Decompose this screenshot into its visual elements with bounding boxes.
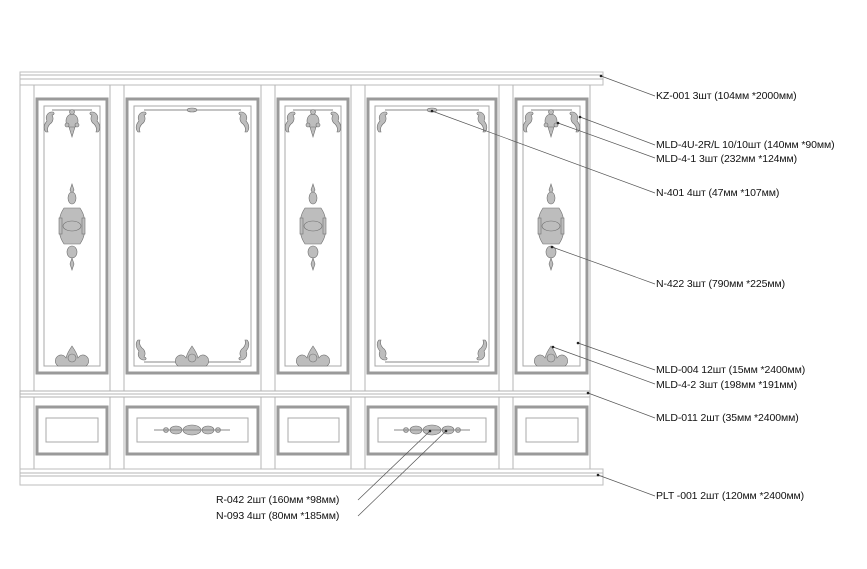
upper-panel-4: [366, 97, 498, 375]
leader-lines: [357, 75, 656, 517]
label-mld-4-1: MLD-4-1 3шт (232мм *124мм): [656, 153, 798, 165]
label-r-042: R-042 2шт (160мм *98мм): [216, 494, 340, 506]
label-n-401: N-401 4шт (47мм *107мм): [656, 187, 780, 199]
upper-panel-3: [276, 97, 350, 375]
label-n-093: N-093 4шт (80мм *185мм): [216, 510, 340, 522]
label-mld-011: MLD-011 2шт (35мм *2400мм): [656, 412, 799, 424]
upper-panel-5: [514, 97, 589, 375]
lower-panel-3: [276, 405, 350, 456]
label-n-422: N-422 3шт (790мм *225мм): [656, 278, 786, 290]
label-plt-001: PLT -001 2шт (120мм *2400мм): [656, 490, 805, 502]
label-mld-4u-2r-l: MLD-4U-2R/L 10/10шт (140мм *90мм): [656, 139, 835, 151]
chair-rail: [19, 390, 591, 398]
stiles: [33, 85, 591, 470]
lower-panel-5: [514, 405, 589, 456]
upper-panel-1: [35, 97, 109, 375]
cornice: [19, 71, 604, 86]
baseboard: [19, 468, 604, 486]
lower-panel-4: [366, 405, 498, 456]
label-kz-001: KZ-001 3шт (104мм *2000мм): [656, 90, 797, 102]
label-mld-004: MLD-004 12шт (15мм *2400мм): [656, 364, 806, 376]
upper-panel-2: [125, 97, 260, 375]
label-mld-4-2: MLD-4-2 3шт (198мм *191мм): [656, 379, 798, 391]
lower-panel-2: [125, 405, 260, 456]
lower-panel-1: [35, 405, 109, 456]
